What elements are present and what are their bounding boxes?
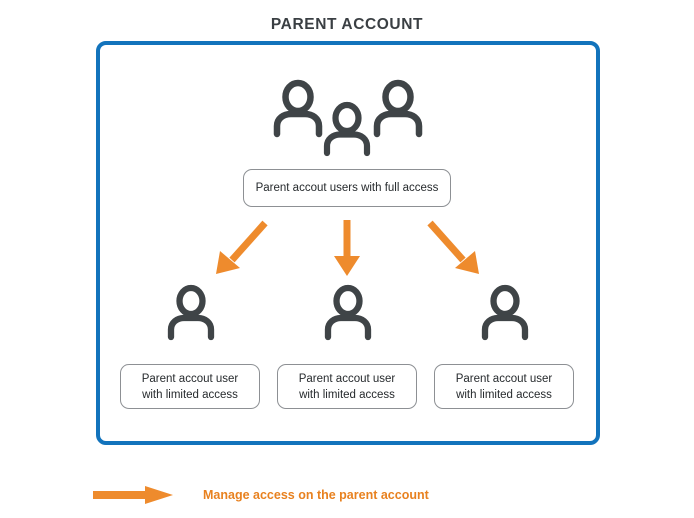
user-icon [318, 100, 376, 158]
three-users-icon [268, 78, 428, 157]
limited-access-line-1: Parent accout user [455, 372, 553, 385]
arrow-to-child-3 [427, 220, 479, 274]
right-arrow-icon [93, 486, 173, 504]
limited-access-label-box: Parent accout user with limited access [434, 364, 574, 409]
user-icon [477, 283, 533, 341]
limited-access-label-text: Parent accout user with limited access [299, 371, 396, 403]
arrow-to-child-1 [216, 220, 268, 274]
user-icon [268, 78, 328, 138]
limited-access-line-2: with limited access [456, 388, 552, 401]
user-icon [163, 283, 219, 341]
limited-access-line-2: with limited access [299, 388, 395, 401]
full-access-label-text: Parent accout users with full access [255, 182, 439, 194]
limited-access-label-text: Parent accout user with limited access [456, 371, 553, 403]
page-title: PARENT ACCOUNT [270, 16, 424, 33]
arrow-to-child-2 [334, 220, 360, 276]
limited-access-line-1: Parent accout user [141, 372, 239, 385]
legend-label: Manage access on the parent account [203, 488, 429, 502]
limited-access-line-2: with limited access [142, 388, 238, 401]
full-access-label-box: Parent accout users with full access [243, 169, 451, 207]
limited-access-line-1: Parent accout user [298, 372, 396, 385]
user-icon [320, 283, 376, 341]
legend: Manage access on the parent account [93, 480, 543, 510]
limited-access-label-text: Parent accout user with limited access [142, 371, 239, 403]
limited-access-label-box: Parent accout user with limited access [120, 364, 260, 409]
user-icon [368, 78, 428, 138]
limited-access-label-box: Parent accout user with limited access [277, 364, 417, 409]
